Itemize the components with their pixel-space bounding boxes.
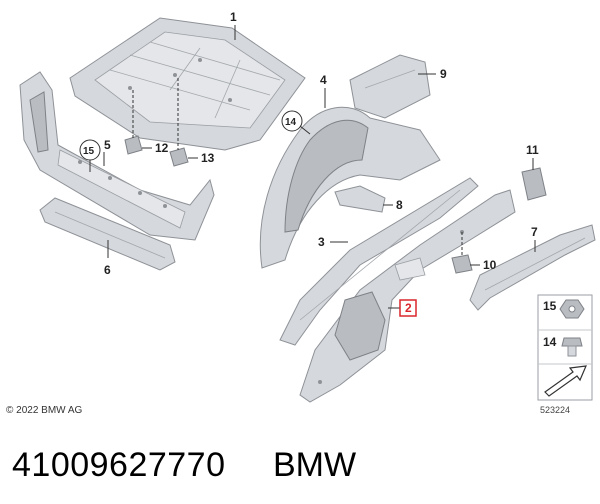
wheel-arch-part	[259, 106, 441, 269]
svg-text:4: 4	[320, 73, 327, 87]
svg-text:10: 10	[483, 258, 497, 272]
callout-14: 14	[281, 110, 311, 135]
rear-floor-side-assembly-part	[299, 189, 516, 403]
lower-cross-member-part	[39, 197, 176, 271]
svg-text:15: 15	[543, 299, 557, 313]
svg-text:3: 3	[318, 235, 325, 249]
callout-11: 11	[526, 143, 539, 170]
parts-diagram: 1 4 9 14 15 5 12 13 6 8 3	[19, 10, 596, 403]
callout-10: 10	[470, 258, 497, 272]
side-member-part	[279, 177, 479, 346]
floor-panel-part	[69, 17, 306, 151]
callout-13: 13	[188, 151, 215, 165]
callout-8: 8	[383, 198, 403, 212]
bracket-11-part	[521, 167, 547, 201]
bracket-12-part	[124, 90, 143, 155]
bolt-icon	[561, 337, 583, 357]
upper-bracket-part	[349, 54, 431, 119]
svg-text:7: 7	[531, 225, 538, 239]
svg-text:14: 14	[543, 335, 557, 349]
svg-text:2: 2	[405, 301, 412, 315]
svg-text:12: 12	[155, 141, 169, 155]
callout-3: 3	[318, 235, 348, 249]
svg-text:15: 15	[83, 146, 95, 157]
svg-text:9: 9	[440, 67, 447, 81]
fastener-legend: 15 14	[537, 294, 593, 401]
reinforcement-8-part	[334, 185, 386, 213]
callout-4: 4	[320, 73, 327, 108]
callout-6: 6	[104, 240, 111, 277]
svg-text:6: 6	[104, 263, 111, 277]
part-number: 41009627770	[12, 446, 226, 484]
callout-15: 15	[79, 139, 101, 172]
bracket-13-part	[169, 78, 189, 167]
callout-2: 2	[388, 299, 417, 317]
diagram-number: 523224	[540, 405, 571, 415]
callout-5: 5	[103, 138, 111, 166]
brand-name: BMW	[273, 446, 357, 484]
svg-text:8: 8	[396, 198, 403, 212]
nut-icon	[559, 299, 585, 319]
callout-7: 7	[531, 225, 538, 252]
svg-text:11: 11	[526, 143, 539, 157]
svg-text:14: 14	[285, 117, 297, 128]
callout-1: 1	[230, 10, 237, 40]
direction-arrow-icon	[544, 365, 587, 397]
callout-12: 12	[142, 141, 169, 155]
copyright-notice: © 2022 BMW AG	[6, 405, 83, 416]
svg-text:1: 1	[230, 10, 237, 24]
rear-extension-part	[469, 224, 596, 311]
svg-text:5: 5	[104, 138, 111, 152]
callout-9: 9	[418, 67, 447, 81]
bracket-10-part	[451, 232, 473, 274]
svg-text:13: 13	[201, 151, 215, 165]
